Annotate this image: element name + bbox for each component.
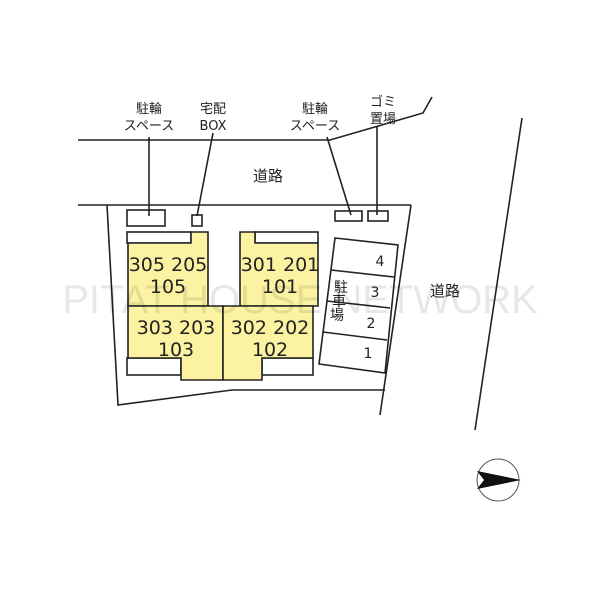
- garbage-area: [367, 210, 389, 222]
- building-unit-302: [222, 305, 314, 381]
- parking-divider: [322, 331, 388, 341]
- garbage-label: 置場: [370, 112, 396, 127]
- unit-label: 305 205: [129, 254, 208, 276]
- bike-right-label: スペース: [290, 119, 340, 134]
- parking-divider: [330, 269, 395, 278]
- parking-space-number: 3: [371, 285, 380, 301]
- garbage-label: ゴミ: [370, 94, 396, 110]
- bike-space-left: [126, 209, 166, 227]
- parking-label: 駐: [334, 280, 348, 296]
- north-arrow-icon: [476, 458, 521, 502]
- road-top-label: 道路: [253, 167, 283, 185]
- leader-line: [326, 136, 352, 216]
- watermark: PITAT HOUSE NETWORK: [62, 278, 538, 322]
- unit-label: 101: [262, 276, 298, 298]
- unit-label: 105: [150, 276, 186, 298]
- parking-space-number: 2: [367, 316, 376, 332]
- delivery-box: [191, 214, 203, 227]
- delivery-box-label: 宅配: [200, 102, 226, 117]
- parking-label: 車: [332, 293, 346, 310]
- bike-left-label: 駐輪: [136, 101, 162, 117]
- lot-boundary: [106, 204, 385, 406]
- lot-boundary-right: [379, 204, 412, 416]
- parking-divider: [326, 300, 391, 309]
- road-edge-top: [78, 96, 433, 141]
- unit-label: 301 201: [241, 254, 320, 276]
- balcony: [126, 231, 192, 244]
- unit-label: 303 203: [137, 317, 216, 339]
- bike-right-label: 駐輪: [302, 101, 328, 117]
- unit-label: 102: [252, 339, 288, 361]
- delivery-box-label: BOX: [200, 119, 227, 134]
- unit-label: 103: [158, 339, 194, 361]
- parking-space-number: 1: [364, 346, 373, 362]
- road-right-label: 道路: [430, 282, 460, 300]
- bike-left-label: スペース: [124, 119, 174, 134]
- unit-label: 302 202: [231, 317, 310, 339]
- leader-line: [196, 132, 214, 217]
- bike-space-right: [334, 210, 363, 222]
- parking-space-number: 4: [376, 254, 385, 270]
- balcony: [254, 231, 319, 244]
- road-edge-right: [474, 117, 523, 431]
- parking-label: 場: [330, 308, 344, 324]
